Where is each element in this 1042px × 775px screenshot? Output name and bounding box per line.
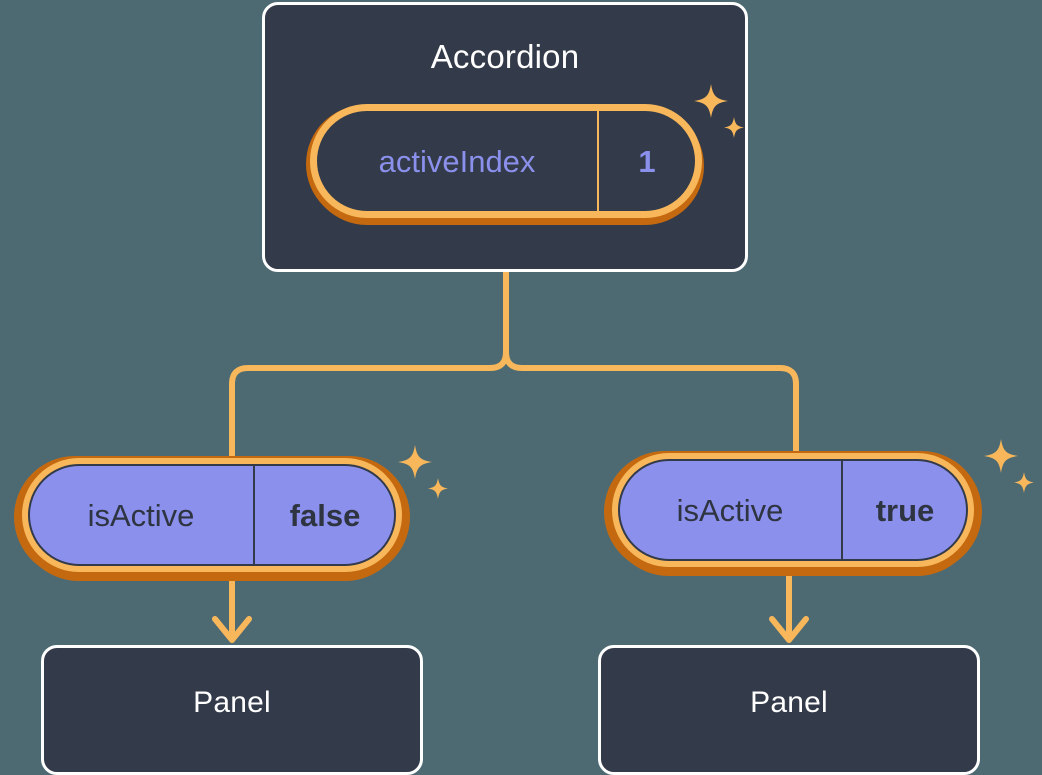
state-key-is-active-left: isActive (87, 497, 195, 533)
state-pill-is-active-left[interactable]: isActive false (22, 458, 402, 572)
state-key-active-index: activeIndex (378, 143, 536, 179)
state-value-is-active-left: false (289, 497, 361, 533)
panel-title-left: Panel (193, 686, 271, 719)
sparkle-icon (984, 439, 1018, 473)
state-value-is-active-right: true (875, 492, 935, 528)
arrow-left-to-panel (212, 578, 252, 643)
state-pill-divider (597, 111, 600, 211)
sparkle-icon-group-right-pill (984, 439, 1034, 493)
connector-left-branch (229, 269, 509, 461)
state-key-is-active-right: isActive (676, 492, 784, 528)
sparkle-icon-small (428, 478, 448, 499)
sparkle-icon-group-left-pill (398, 445, 448, 499)
arrow-right-to-panel (769, 573, 809, 643)
panel-component-card-right[interactable]: Panel (598, 645, 980, 775)
sparkle-icon (398, 445, 432, 479)
state-value-active-index: 1 (638, 143, 656, 179)
panel-component-card-left[interactable]: Panel (41, 645, 423, 775)
state-pill-is-active-right[interactable]: isActive true (612, 453, 974, 567)
sparkle-icon-small (1014, 472, 1034, 493)
accordion-title: Accordion (430, 38, 580, 75)
state-pill-active-index[interactable]: activeIndex 1 (310, 104, 702, 218)
state-pill-divider (253, 465, 255, 565)
state-pill-divider (841, 460, 843, 560)
connector-right-branch (503, 269, 799, 456)
panel-title-right: Panel (750, 686, 828, 719)
